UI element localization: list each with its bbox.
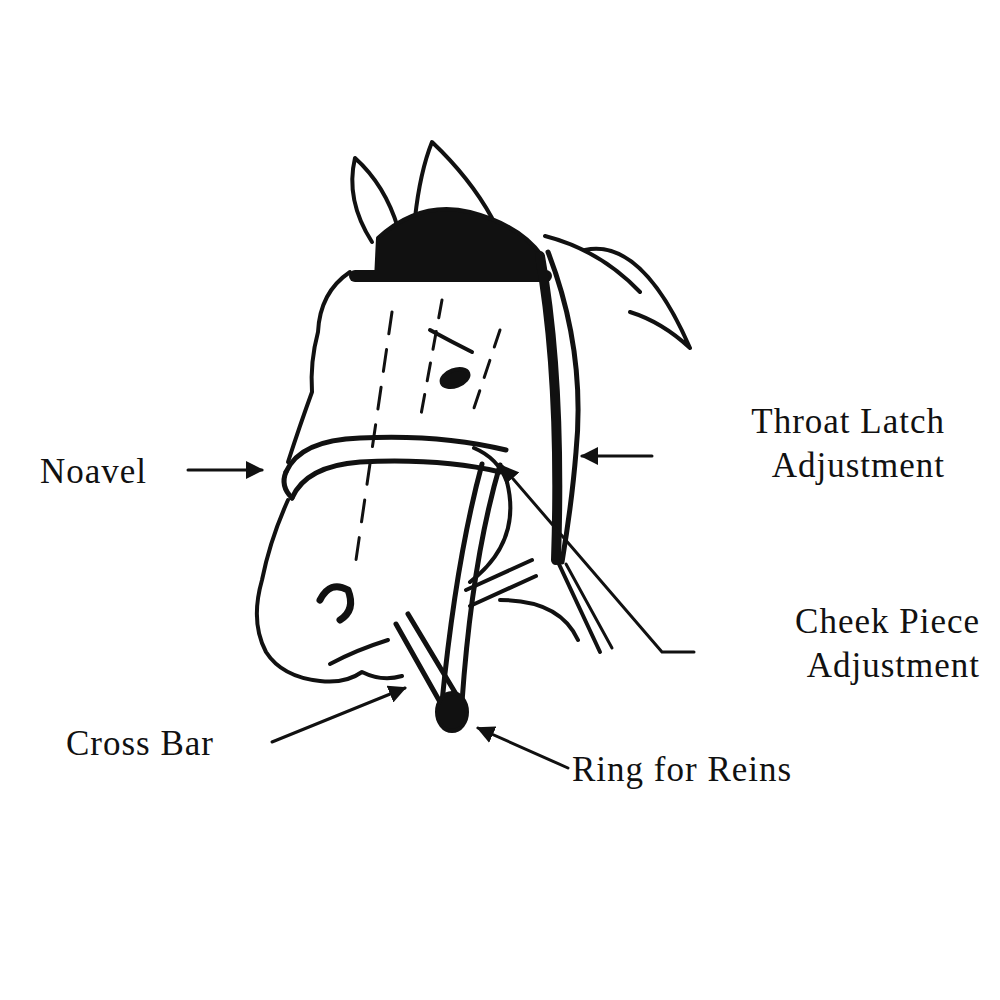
part-label: Noavel xyxy=(40,450,190,494)
nostril xyxy=(320,587,351,620)
part-label: Cheek Piece Adjustment xyxy=(700,600,980,688)
forehead-outline xyxy=(288,272,350,462)
neck-underside xyxy=(500,600,578,640)
mane-tuft xyxy=(585,249,690,348)
noseband xyxy=(292,461,500,498)
cross-bar xyxy=(408,614,456,694)
leader-arrow xyxy=(478,728,568,768)
muzzle-outline xyxy=(257,500,402,682)
browband xyxy=(355,270,546,282)
face-dash xyxy=(420,300,442,420)
throat-latch-strap xyxy=(548,252,578,562)
leader-arrow xyxy=(502,466,694,652)
mouth-line xyxy=(330,640,388,664)
part-label: Ring for Reins xyxy=(572,748,902,792)
eye xyxy=(439,366,471,391)
poll-shadow xyxy=(376,209,542,280)
leader-arrow xyxy=(188,469,262,472)
right-ear xyxy=(415,142,492,218)
leader-arrow xyxy=(582,455,652,458)
part-label: Cross Bar xyxy=(66,722,276,766)
rein-ring xyxy=(437,693,467,731)
leader-line xyxy=(566,564,612,648)
shank xyxy=(442,464,482,702)
hackamore-bar xyxy=(466,560,536,606)
part-label: Throat Latch Adjustment xyxy=(655,400,945,488)
leader-arrow xyxy=(272,688,405,742)
noseband-end xyxy=(284,472,292,498)
face-dash xyxy=(470,330,500,420)
